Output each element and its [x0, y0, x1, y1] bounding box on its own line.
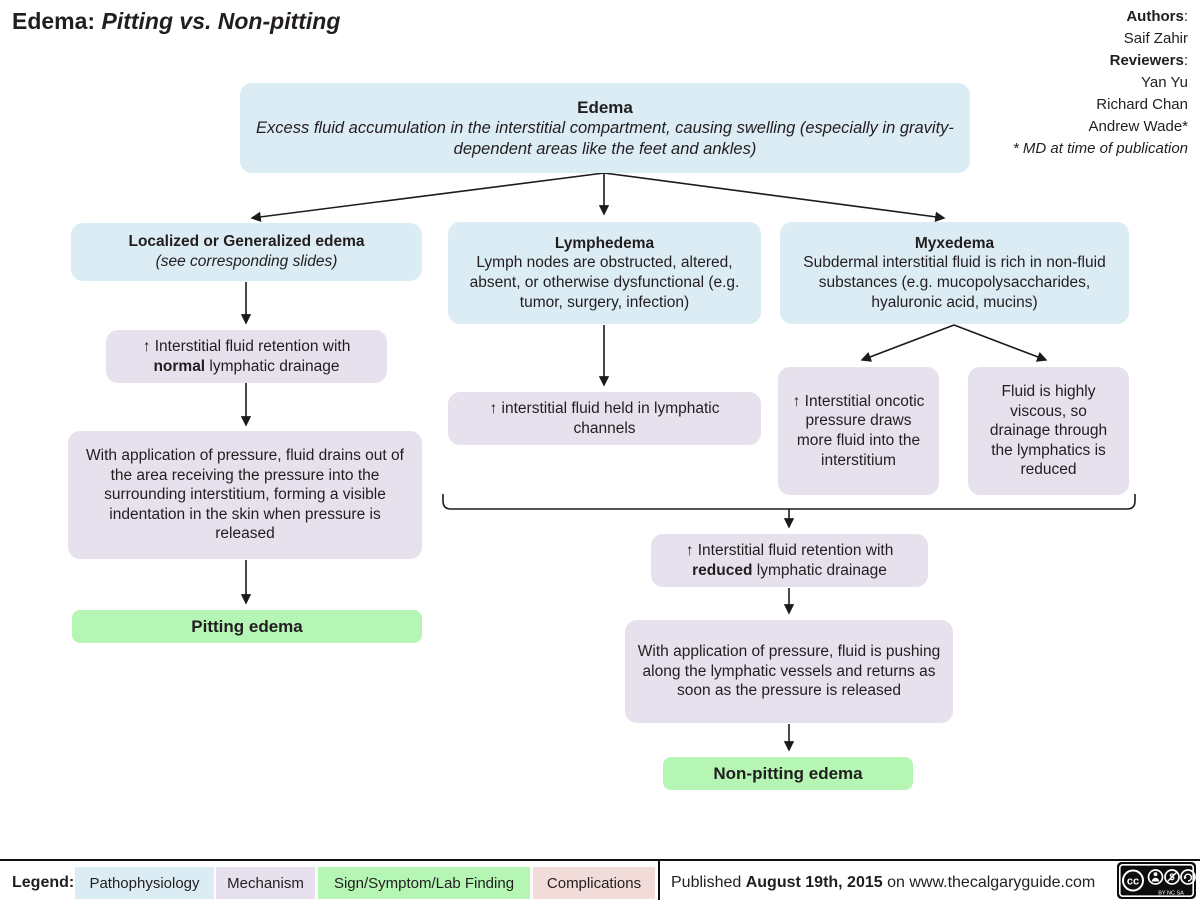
node-pressure-nonpitting-mech: With application of pressure, fluid is p… [625, 620, 953, 723]
footer-divider-line [0, 859, 1200, 861]
page-title-subtitle: Pitting vs. Non-pitting [95, 8, 341, 34]
legend-divider [658, 861, 660, 900]
node-pressure-pitting-text: With application of pressure, fluid drai… [86, 447, 404, 543]
legend-item-label: Pathophysiology [89, 874, 200, 892]
md-footnote: * MD at time of publication [1012, 140, 1188, 157]
published-text: Published August 19th, 2015 on www.theca… [671, 873, 1096, 891]
node-myxedema: Myxedema Subdermal interstitial fluid is… [780, 222, 1129, 324]
by-icon [1147, 869, 1164, 885]
node-pitting-edema: Pitting edema [72, 610, 422, 643]
node-pressure-nonpitting-text: With application of pressure, fluid is p… [637, 643, 941, 700]
sa-icon [1180, 869, 1196, 885]
node-retention-reduced: ↑ Interstitial fluid retention with redu… [651, 534, 928, 587]
node-edema-body: Excess fluid accumulation in the interst… [256, 118, 954, 158]
node-retention-reduced-text: ↑ Interstitial fluid retention with redu… [685, 541, 894, 579]
node-retention-normal: ↑ Interstitial fluid retention with norm… [106, 330, 387, 383]
node-myxedema-body: Subdermal interstitial fluid is rich in … [803, 254, 1106, 311]
node-pressure-pitting-mech: With application of pressure, fluid drai… [68, 431, 422, 559]
legend-item-complications: Complications [533, 867, 655, 899]
author-name: Saif Zahir [1123, 30, 1188, 47]
nc-icon: $ [1164, 869, 1180, 885]
collector-bracket [442, 494, 1136, 510]
node-fluid-viscous: Fluid is highly viscous, so drainage thr… [968, 367, 1129, 495]
node-fluid-held-lymphatic-text: ↑ interstitial fluid held in lymphatic c… [489, 399, 720, 437]
node-lymphedema-body: Lymph nodes are obstructed, altered, abs… [469, 254, 740, 311]
reviewer-name: Yan Yu [1141, 74, 1188, 91]
authors-label: Authors: [1126, 8, 1188, 25]
reviewer-name: Richard Chan [1096, 96, 1188, 113]
legend-item-sign-symptom: Sign/Symptom/Lab Finding [318, 867, 530, 899]
node-fluid-viscous-text: Fluid is highly viscous, so drainage thr… [989, 383, 1108, 479]
node-oncotic-pressure-text: ↑ Interstitial oncotic pressure draws mo… [792, 392, 925, 469]
page-title-main: Edema: [12, 8, 96, 34]
node-oncotic-pressure: ↑ Interstitial oncotic pressure draws mo… [778, 367, 939, 495]
node-edema-title: Edema [577, 97, 633, 117]
legend-item-label: Sign/Symptom/Lab Finding [333, 874, 515, 892]
reviewers-label: Reviewers: [1109, 52, 1188, 69]
legend-label: Legend: [12, 873, 75, 891]
legend-item-pathophysiology: Pathophysiology [75, 867, 214, 899]
legend-item-label: Mechanism [227, 874, 304, 892]
page-title: Edema: Pitting vs. Non-pitting [12, 8, 340, 35]
node-nonpitting-edema-label: Non-pitting edema [713, 763, 863, 783]
node-edema: Edema Excess fluid accumulation in the i… [240, 83, 970, 173]
license-caption: BY NC SA [1158, 891, 1184, 897]
arrow-lines [240, 172, 1136, 752]
node-retention-normal-text: ↑ Interstitial fluid retention with norm… [142, 337, 351, 375]
node-lymphedema-title: Lymphedema [554, 234, 655, 252]
cc-icon: cc [1122, 869, 1144, 892]
legend-item-mechanism: Mechanism [216, 867, 315, 899]
node-localized-generalized: Localized or Generalized edema (see corr… [71, 223, 422, 281]
node-myxedema-title: Myxedema [914, 234, 995, 252]
node-lymphedema: Lymphedema Lymph nodes are obstructed, a… [448, 222, 761, 324]
node-localized-title: Localized or Generalized edema [128, 233, 365, 251]
node-pitting-edema-label: Pitting edema [191, 616, 303, 636]
svg-text:cc: cc [1127, 876, 1139, 888]
cc-license-badge: cc $ BY NC SA [1117, 862, 1196, 899]
reviewer-name: Andrew Wade* [1088, 118, 1189, 135]
node-fluid-held-lymphatic: ↑ interstitial fluid held in lymphatic c… [448, 392, 761, 445]
node-nonpitting-edema: Non-pitting edema [663, 757, 913, 790]
node-localized-subtitle: (see corresponding slides) [155, 253, 338, 270]
legend-item-label: Complications [546, 874, 642, 892]
authors-block: Authors: Saif Zahir Reviewers: Yan Yu Ri… [1013, 6, 1188, 160]
